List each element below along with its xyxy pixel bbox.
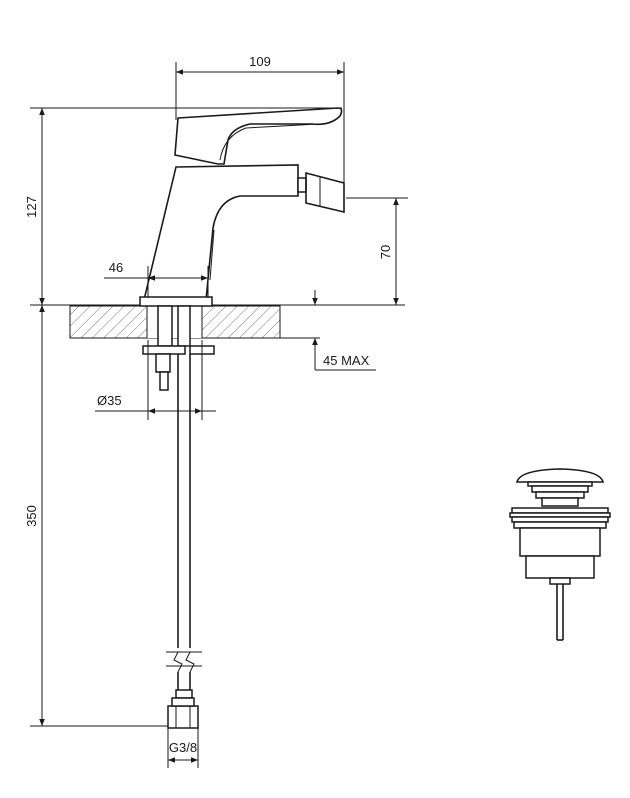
label-hole-diameter: Ø35: [97, 393, 122, 408]
dimension-height-total: 127: [24, 107, 342, 305]
faucet-body: [139, 107, 345, 307]
label-deck-max: 45 MAX: [323, 353, 370, 368]
popup-drain: [509, 468, 611, 641]
dimension-hose-length: 350: [24, 305, 168, 727]
dimension-thread: G3/8: [167, 728, 199, 768]
dimension-hole-diameter: Ø35: [95, 340, 216, 420]
dimension-deck-max: 45 MAX: [202, 290, 376, 371]
flexible-hose: [166, 354, 202, 729]
label-base-width: 46: [109, 260, 123, 275]
dimension-base-width: 46: [104, 260, 209, 298]
label-width-top: 109: [249, 54, 271, 69]
label-height-spout: 70: [378, 245, 393, 259]
label-thread: G3/8: [169, 740, 197, 755]
dimension-height-spout: 70: [346, 197, 408, 305]
countertop-section: [30, 304, 405, 339]
dimension-width-top: 109: [175, 54, 345, 185]
label-height-total: 127: [24, 196, 39, 218]
label-hose-length: 350: [24, 505, 39, 527]
